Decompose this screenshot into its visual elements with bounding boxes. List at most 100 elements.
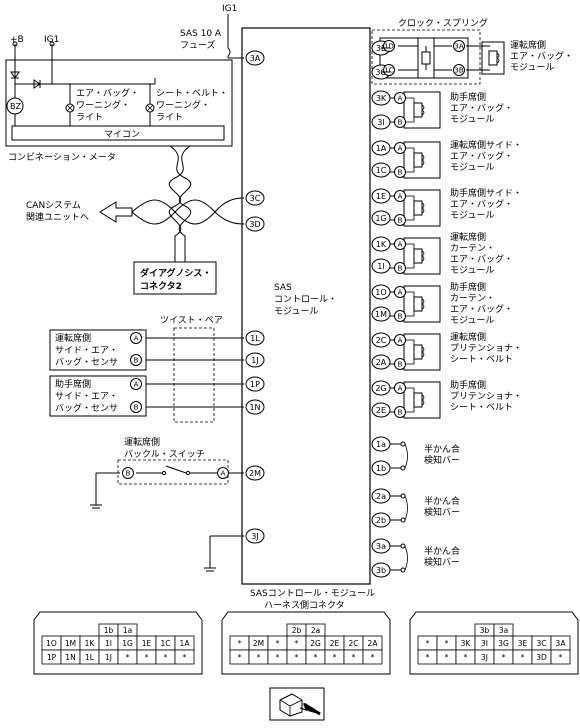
- plus-b-label: +B: [10, 35, 24, 45]
- squib-icon: [413, 392, 425, 408]
- module-pin-2E: 2E: [371, 402, 391, 418]
- hollow-left-arrow-icon: [99, 201, 133, 223]
- connector-title-1: ハーネス側コネクタ: [264, 599, 345, 611]
- sensor-passenger-0: 助手席側: [55, 378, 91, 390]
- module-pin-1I-label: 1I: [377, 262, 384, 271]
- clock-spring-pin-1D-label: 1D: [384, 43, 394, 51]
- connector-cell: 3b: [480, 626, 490, 635]
- connector-cell: *: [164, 653, 168, 662]
- diode-icon: [33, 79, 41, 89]
- module-pin-1K-label: 1K: [376, 240, 387, 249]
- right-label-6-1: プリテンショナ・: [450, 343, 522, 354]
- right-label-5-0: 助手席側: [450, 281, 486, 293]
- device-pin-b-label: B: [398, 313, 403, 321]
- mcu-label: マイコン: [104, 130, 140, 140]
- right-label-6-0: 運転席側: [450, 331, 486, 343]
- module-pin-1a-label: 1a: [376, 440, 386, 449]
- connector-cell: 1N: [65, 653, 75, 662]
- connector-cell: 2M: [253, 639, 264, 648]
- connector-cell: 1M: [65, 639, 76, 648]
- module-pin-3A: 3A: [245, 50, 265, 66]
- connector-cell: *: [257, 653, 261, 662]
- connector-cell: *: [352, 653, 356, 662]
- connector-cell: *: [333, 653, 337, 662]
- module-pin-1P: 1P: [245, 376, 265, 392]
- module-pin-3K-label: 3K: [376, 94, 387, 103]
- ground-icon: [204, 567, 216, 572]
- connector-cell: *: [295, 653, 299, 662]
- device-pin-a: A: [394, 142, 406, 154]
- airbag-warning-label-0: エア・バッグ・: [76, 87, 139, 99]
- module-pin-1O-label: 1O: [375, 288, 386, 297]
- connector-cell: *: [183, 653, 187, 662]
- clock-spring-pin-1D: 1D: [383, 40, 395, 52]
- module-pin-3J-label: 3J: [251, 532, 258, 541]
- connector-cell: *: [464, 653, 468, 662]
- sensor-pin-b: B: [130, 401, 142, 413]
- right-label-5-3: モジュール: [450, 316, 494, 326]
- connector-cell: 3A: [556, 639, 567, 648]
- module-pin-1M-label: 1M: [375, 310, 387, 319]
- connector-cell: 3G: [498, 639, 509, 648]
- connector-cell: 1J: [105, 653, 112, 662]
- connector-cell: *: [371, 653, 375, 662]
- module-pin-1M: 1M: [371, 306, 391, 322]
- squib-icon: [413, 296, 425, 312]
- connector-cell: 1G: [122, 639, 133, 648]
- module-pin-2C-label: 2C: [376, 336, 387, 345]
- ground-icon: [90, 504, 102, 509]
- detection-bar-icon: [404, 495, 408, 521]
- right-label-0-1: エア・バッグ・: [510, 50, 573, 62]
- connector-cell: *: [426, 653, 430, 662]
- twist-pair-label: ツイスト・ペア: [160, 316, 223, 326]
- right-label-5-2: エア・バッグ・: [450, 303, 513, 315]
- detect-label-1-0: 半かん合: [424, 495, 460, 507]
- sensor-driver-2: バッグ・センサ: [55, 356, 118, 368]
- connector-cell: 2E: [330, 639, 340, 648]
- sensor-pin-b: B: [130, 354, 142, 366]
- connector-cell: *: [276, 639, 280, 648]
- connector-cell: *: [238, 639, 242, 648]
- connector-cell: 1L: [85, 653, 95, 662]
- module-pin-1J: 1J: [245, 352, 265, 368]
- buzzer-label: BZ: [10, 102, 21, 111]
- buzzer-icon: [6, 97, 24, 115]
- module-pin-2G: 2G: [371, 380, 391, 396]
- right-label-3-2: モジュール: [450, 211, 494, 221]
- module-pin-3I: 3I: [371, 114, 391, 130]
- connector-title-0: SASコントロール・モジュール: [250, 589, 375, 599]
- label-layer: IG1 +B IG1 SAS 10 A フューズ コンビネーション・メータ BZ…: [8, 4, 488, 611]
- module-pin-3I-label: 3I: [377, 118, 384, 127]
- device-pin-b: B: [394, 166, 406, 178]
- device-pin-a-label: A: [398, 385, 403, 393]
- diag-label-1: コネクタ2: [140, 280, 182, 292]
- device-pin-a: A: [394, 92, 406, 104]
- connector-cell: 1P: [47, 653, 57, 662]
- module-pin-3b-label: 3b: [376, 566, 386, 575]
- right-label-1-1: エア・バッグ・: [450, 102, 513, 114]
- device-pin-a: A: [394, 334, 406, 346]
- device-pin-b-label: B: [398, 169, 403, 177]
- connector-cell: *: [314, 653, 318, 662]
- detection-bar-icon: [404, 545, 408, 571]
- device-pin-a-label: A: [398, 145, 403, 153]
- connector-cell: 3a: [499, 626, 508, 635]
- sas-module-body: [241, 27, 371, 585]
- module-pin-3J: 3J: [245, 528, 265, 544]
- squib-icon: [413, 152, 425, 168]
- right-label-5-1: カーテン・: [450, 293, 495, 304]
- module-name-0: SAS: [274, 283, 292, 293]
- right-label-4-1: カーテン・: [450, 243, 495, 254]
- buckle-label-0: 運転席側: [124, 436, 160, 448]
- module-pin-1b-label: 1b: [376, 464, 386, 473]
- right-label-3-0: 助手席側サイド・: [450, 187, 522, 199]
- device-pin-b: B: [394, 214, 406, 226]
- connector-cell: 3K: [461, 639, 472, 648]
- connector-cell: 1O: [46, 639, 57, 648]
- module-pin-1C: 1C: [371, 162, 391, 178]
- connector-view-icon: [269, 687, 325, 721]
- module-pin-3D-label: 3D: [249, 220, 260, 229]
- connector-cell: 3E: [518, 639, 528, 648]
- device-pin-b: B: [394, 116, 406, 128]
- right-label-2-1: エア・バッグ・: [450, 150, 513, 162]
